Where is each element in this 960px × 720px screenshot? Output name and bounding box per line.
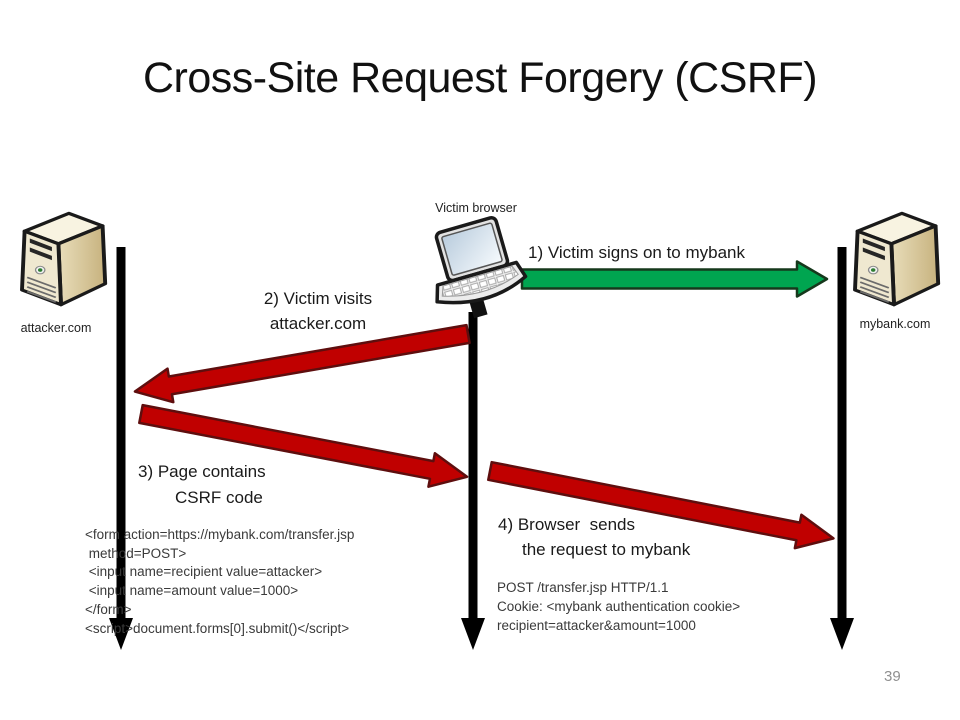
attacker-server-icon — [20, 211, 108, 307]
step3-label: 3) Page contains CSRF code — [138, 459, 266, 511]
post-request-code: POST /transfer.jsp HTTP/1.1 Cookie: <myb… — [497, 578, 740, 635]
step2-line1: 2) Victim visits — [263, 289, 373, 308]
victim-browser-label: Victim browser — [435, 201, 517, 215]
page-number: 39 — [884, 668, 901, 685]
step3-line1: 3) Page contains — [138, 462, 266, 481]
step2-label: 2) Victim visits attacker.com — [232, 286, 404, 336]
page-title: Cross-Site Request Forgery (CSRF) — [142, 54, 818, 102]
attacker-label: attacker.com — [20, 321, 92, 335]
mybank-server-icon — [853, 211, 941, 307]
code-line: <input name=recipient value=attacker> — [85, 564, 323, 580]
step3-line2: CSRF code — [175, 488, 263, 507]
csrf-form-code: <form action=https://mybank.com/transfer… — [85, 526, 354, 638]
code-line: </form> — [85, 601, 132, 617]
mybank-lifeline — [830, 247, 854, 650]
code-line: Cookie: <mybank authentication cookie> — [497, 599, 741, 614]
code-line: recipient=attacker&amount=1000 — [497, 618, 696, 633]
mybank-label: mybank.com — [859, 317, 931, 331]
step2-line2: attacker.com — [269, 314, 367, 333]
victim-laptop-icon — [434, 216, 528, 319]
step1-text: 1) Victim signs on to mybank — [528, 243, 745, 262]
step4-line2: the request to mybank — [522, 540, 691, 559]
step4-line1: 4) Browser sends — [498, 515, 635, 534]
step1-label: 1) Victim signs on to mybank — [528, 240, 745, 265]
step1-arrow — [520, 260, 829, 298]
step4-label: 4) Browser sends the request to mybank — [498, 512, 690, 562]
code-line: <input name=amount value=1000> — [85, 583, 299, 599]
code-line: method=POST> — [85, 545, 187, 561]
victim-lifeline — [461, 312, 485, 650]
code-line: POST /transfer.jsp HTTP/1.1 — [497, 580, 669, 595]
code-line: <script>document.forms[0].submit()</scri… — [85, 620, 350, 636]
code-line: <form action=https://mybank.com/transfer… — [85, 527, 355, 542]
